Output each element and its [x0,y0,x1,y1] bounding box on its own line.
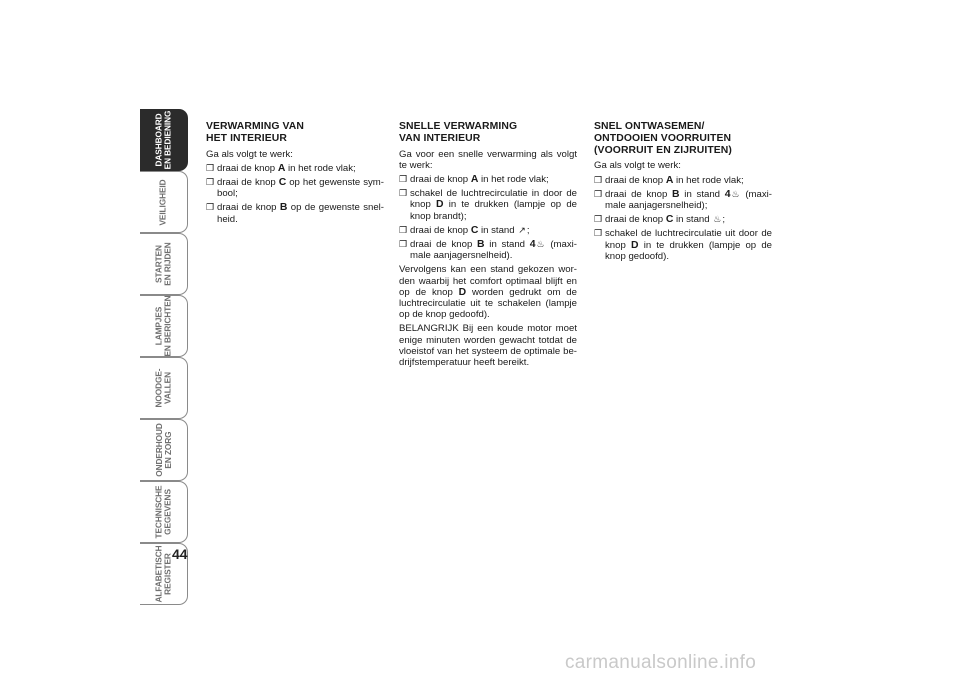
list-item: draai de knop C in stand ↗; [399,225,577,236]
list-item: draai de knop B in stand 4♨ (maxi-male a… [399,239,577,261]
tab-noodgevallen[interactable]: NOODGE-VALLEN [140,357,188,419]
tab-label: NOODGE-VALLEN [153,368,173,408]
fan-max-icon: ♨ [731,188,740,199]
watermark: carmanualsonline.info [565,652,757,673]
intro-text: Ga als volgt te werk: [594,160,681,172]
list-item: schakel de luchtrecirculatie in door de … [399,188,577,222]
list-item: draai de knop C op het gewenste sym-bool… [206,177,384,199]
list-item: draai de knop B in stand 4♨ (maxi-male a… [594,189,772,211]
list-item: draai de knop A in het rode vlak; [594,175,772,186]
section-heading: SNEL ONTWASEMEN/ONTDOOIEN VOORRUITEN(VOO… [594,121,732,156]
intro-text: Ga voor een snelle verwarming als volgt … [399,148,577,171]
feet-airflow-icon: ↗ [518,224,526,235]
defrost-icon: ♨ [713,214,722,225]
body-paragraph: Vervolgens kan een stand gekozen wor-den… [399,264,577,321]
list-item: draai de knop A in het rode vlak; [206,163,384,174]
list-item: draai de knop B op de gewenste snel-heid… [206,202,384,224]
tab-veiligheid[interactable]: VEILIGHEID [140,171,188,233]
list-item: schakel de luchtrecirculatie uit door de… [594,228,772,262]
list-item: draai de knop A in het rode vlak; [399,174,577,185]
list-item: draai de knop C in stand ♨; [594,214,772,225]
tab-label: VEILIGHEID [158,178,168,226]
fan-max-icon: ♨ [536,239,545,250]
intro-text: Ga als volgt te werk: [206,148,293,160]
page-number: 44 [172,546,188,562]
body-paragraph: BELANGRIJK Bij een koude motor moet enig… [399,323,577,369]
section-ontwasemen: SNEL ONTWASEMEN/ONTDOOIEN VOORRUITEN(VOO… [594,121,772,265]
